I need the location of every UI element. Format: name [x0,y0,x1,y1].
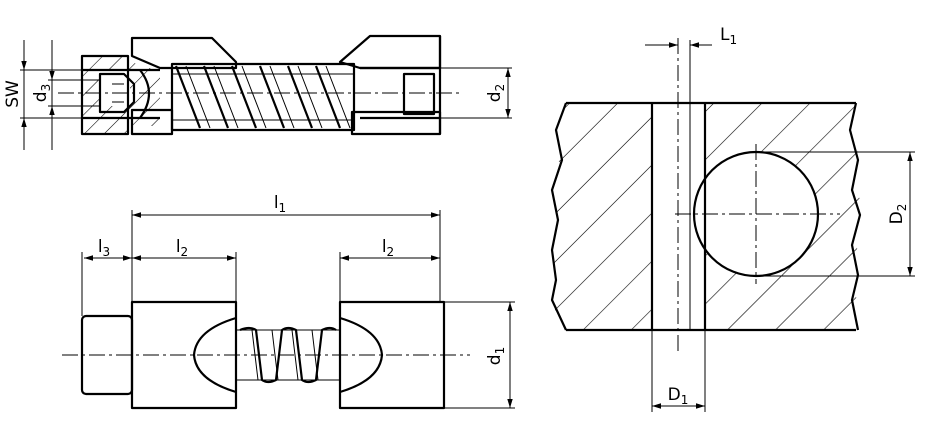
D1-label: D1 [668,385,689,407]
D2-label: D2 [887,204,909,225]
L1-label: L1 [720,25,737,47]
l2-left-label: l2 [176,237,188,259]
section-view: SW d3 d2 [3,34,512,150]
side-view: l1 l3 l2 l2 d1 [62,193,515,410]
d2-label: d2 [485,84,507,102]
spring-section [170,62,356,132]
l1-label: l1 [274,193,286,215]
right-body-section [338,34,442,136]
l3-label: l3 [98,237,110,259]
d3-label: d3 [31,84,53,102]
l2-right-label: l2 [382,237,394,259]
d1-label: d1 [485,347,507,365]
sw-label: SW [3,80,23,108]
installation-view: L1 D2 D1 [550,25,915,412]
